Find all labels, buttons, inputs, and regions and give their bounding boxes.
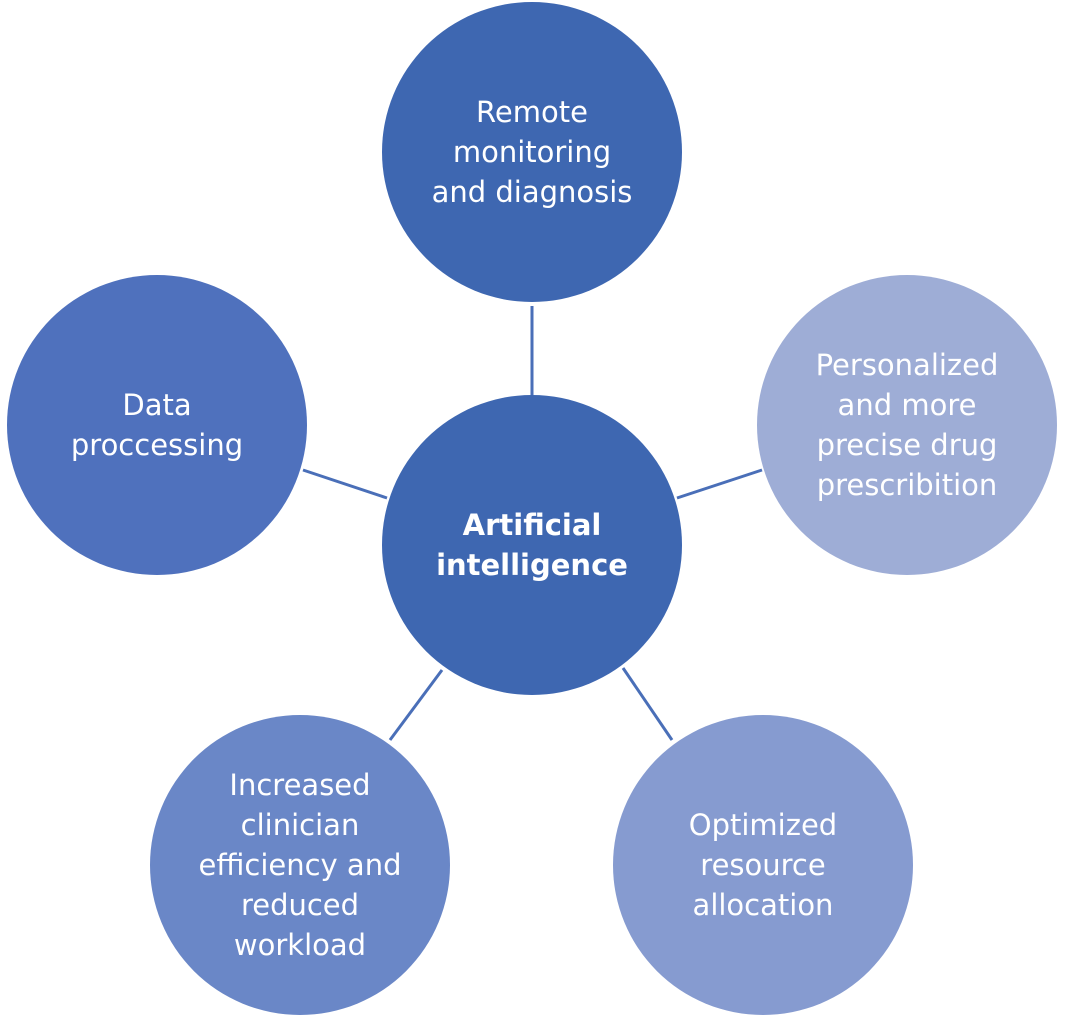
node-optimized-resource: Optimized resource allocation <box>613 715 913 1015</box>
label-line: intelligence <box>436 548 628 582</box>
center-node: Artificial intelligence <box>382 395 682 695</box>
connectors <box>302 306 763 741</box>
label-line: Increased <box>229 768 370 802</box>
label-line: prescribition <box>817 468 998 502</box>
label-line: resource <box>700 848 825 882</box>
node-circle <box>382 2 682 302</box>
connector-clinician-efficiency <box>388 669 444 741</box>
connector-personalized-drug <box>676 468 763 500</box>
label-line: monitoring <box>453 135 611 169</box>
label-line: workload <box>234 928 366 962</box>
label-line: allocation <box>693 888 834 922</box>
label-line: efficiency and <box>199 848 402 882</box>
label-line: Remote <box>476 95 588 129</box>
connector-optimized-resource <box>621 667 674 741</box>
node-label: Remote monitoring and diagnosis <box>432 95 633 209</box>
label-line: precise drug <box>817 428 998 462</box>
node-data-processing: Data proccessing <box>7 275 307 575</box>
node-label: Data proccessing <box>71 388 243 462</box>
node-label: Increased clinician efficiency and reduced w… <box>199 768 402 962</box>
node-circle <box>150 715 450 1015</box>
node-label: Optimized resource allocation <box>689 808 837 922</box>
node-circle <box>613 715 913 1015</box>
label-line: Optimized <box>689 808 837 842</box>
node-clinician-efficiency: Increased clinician efficiency and reduced w… <box>150 715 450 1015</box>
connector-data-processing <box>302 468 388 500</box>
label-line: Artificial <box>463 508 602 542</box>
label-line: reduced <box>241 888 359 922</box>
label-line: proccessing <box>71 428 243 462</box>
node-circle <box>7 275 307 575</box>
center-circle <box>382 395 682 695</box>
node-label: Personalized and more precise drug prescrib… <box>816 348 999 502</box>
label-line: Personalized <box>816 348 999 382</box>
node-remote-monitoring: Remote monitoring and diagnosis <box>382 2 682 302</box>
center-label: Artificial intelligence <box>436 508 628 582</box>
label-line: clinician <box>241 808 360 842</box>
node-circle <box>757 275 1057 575</box>
label-line: and more <box>838 388 977 422</box>
label-line: and diagnosis <box>432 175 633 209</box>
node-personalized-drug: Personalized and more precise drug prescrib… <box>757 275 1057 575</box>
label-line: Data <box>122 388 191 422</box>
